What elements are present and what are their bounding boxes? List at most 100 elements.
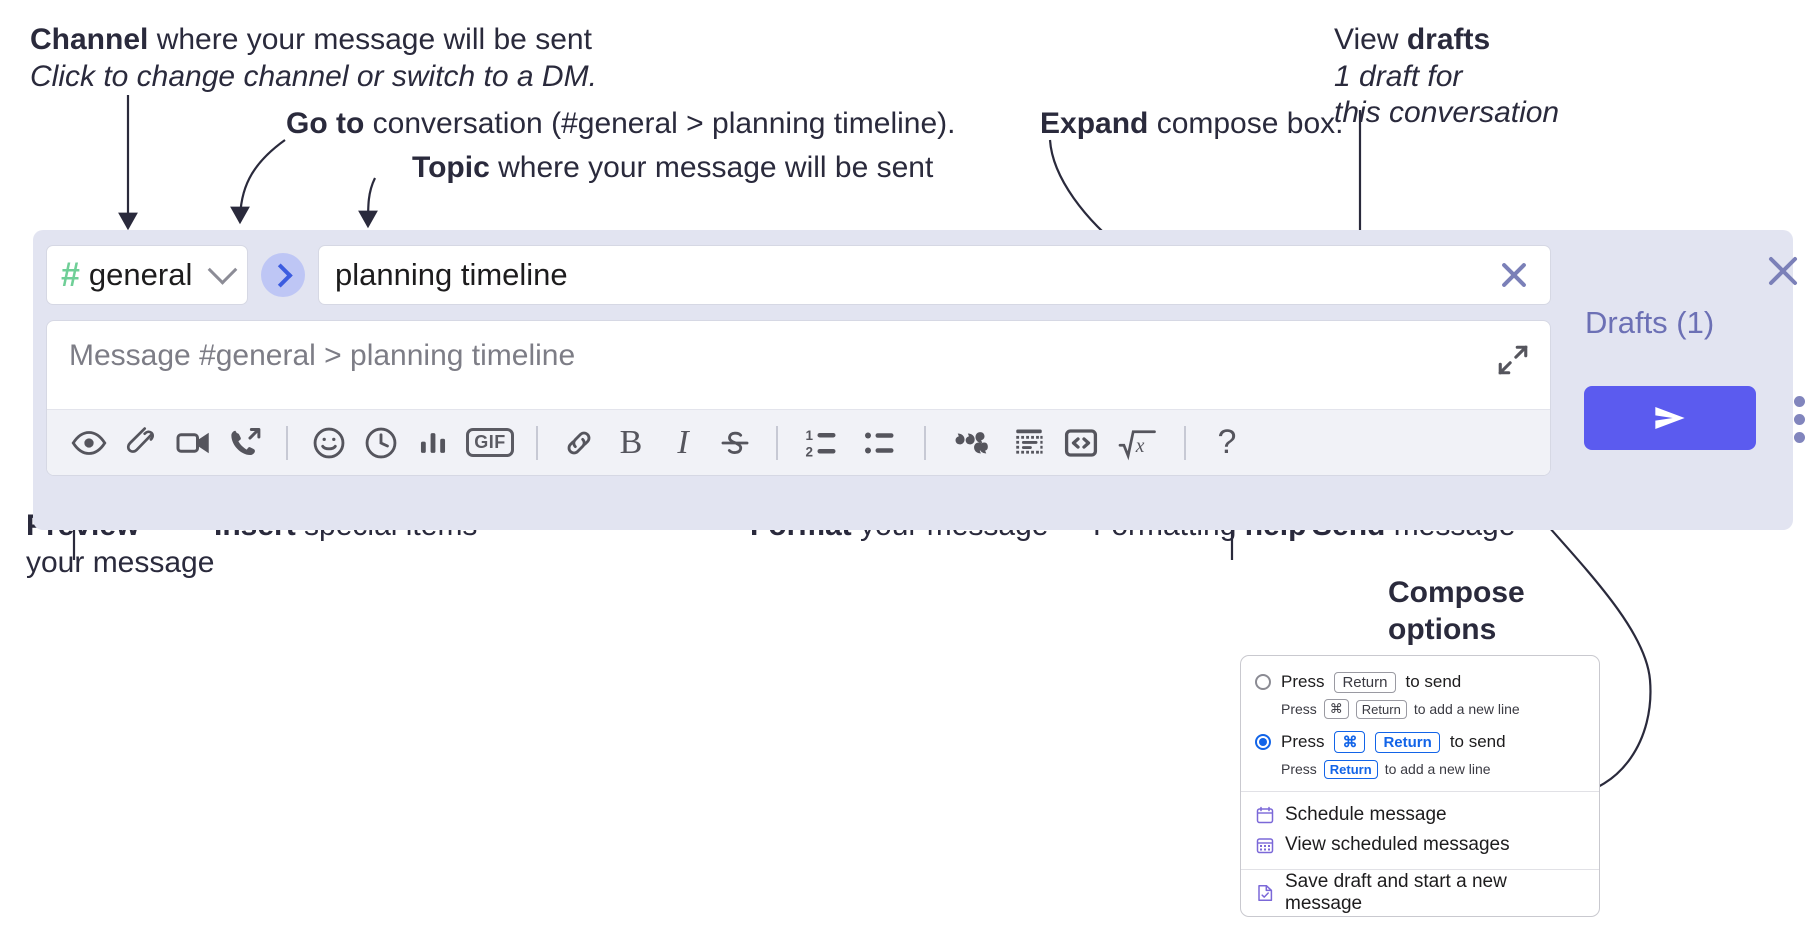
code-icon[interactable] (1055, 417, 1107, 469)
toolbar-separator (286, 425, 288, 460)
poll-icon[interactable] (407, 417, 459, 469)
calendar-schedule-icon (1255, 805, 1275, 825)
emoji-icon[interactable] (303, 417, 355, 469)
option1-sub-pre: Press (1281, 701, 1317, 717)
bold-label: B (619, 423, 643, 461)
compose-right-pane: Drafts (1) (1561, 230, 1814, 530)
formatting-toolbar: GIF B I (47, 409, 1550, 475)
kebab-dot (1793, 431, 1805, 443)
goto-conversation-button[interactable] (261, 253, 305, 297)
annotation-drafts-bold: drafts (1406, 23, 1491, 56)
send-button[interactable] (1584, 386, 1756, 450)
option2-sub-post: to add a new line (1384, 761, 1491, 777)
expand-icon[interactable] (1496, 343, 1530, 377)
gif-label: GIF (466, 428, 514, 457)
annotation-channel-bold: Channel (30, 23, 149, 56)
blockquote-icon[interactable] (941, 417, 1003, 469)
menu-option-cmd-return-to-send[interactable]: Press ⌘ Return to send (1241, 728, 1599, 756)
option2-pre: Press (1281, 732, 1325, 751)
latex-icon[interactable]: x (1107, 417, 1169, 469)
annotation-channel-sub: Click to change channel or switch to a D… (30, 59, 597, 93)
annotation-expand: Expand compose box. (1040, 106, 1343, 143)
svg-text:1: 1 (806, 428, 814, 443)
annotation-preview-line2: your message (26, 545, 215, 579)
option1-sub-key1: ⌘ (1323, 699, 1349, 719)
menu-option2-subtext: Press Return to add a new line (1241, 756, 1599, 782)
radio-unselected-icon[interactable] (1255, 674, 1271, 690)
hash-icon: # (61, 256, 80, 294)
annotation-channel: Channel where your message will be sent … (30, 22, 597, 95)
video-icon[interactable] (167, 417, 219, 469)
save-draft-icon (1255, 883, 1275, 903)
italic-label: I (677, 423, 689, 461)
ordered-list-icon[interactable]: 1 2 (793, 417, 851, 469)
compose-main-column: # general planning timeline Message #gen… (46, 244, 1551, 476)
kebab-dot (1793, 395, 1805, 407)
option1-pre: Press (1281, 672, 1325, 691)
annotation-topic-bold: Topic (412, 151, 490, 184)
toolbar-separator (1184, 425, 1186, 460)
compose-options-menu: Press Return to send Press ⌘ Return to a… (1240, 655, 1600, 917)
annotation-goto-bold: Go to (286, 107, 365, 140)
option1-sub-post: to add a new line (1413, 701, 1520, 717)
calendar-grid-icon (1255, 835, 1275, 855)
menu-item-label: View scheduled messages (1285, 834, 1510, 855)
option2-post: to send (1449, 732, 1506, 751)
option2-key1: ⌘ (1334, 731, 1366, 753)
menu-item-save-draft[interactable]: Save draft and start a new message (1241, 871, 1599, 914)
toolbar-separator (776, 425, 778, 460)
clock-icon[interactable] (355, 417, 407, 469)
annotation-topic-rest: where your message will be sent (489, 151, 934, 184)
attachment-icon[interactable] (115, 417, 167, 469)
link-icon[interactable] (553, 417, 605, 469)
option2-sub-key: Return (1323, 759, 1378, 779)
topic-input-wrapper[interactable]: planning timeline (318, 245, 1551, 305)
option2-key2: Return (1375, 731, 1440, 753)
close-icon[interactable] (1762, 250, 1804, 292)
compose-header-row: # general planning timeline (46, 244, 1551, 306)
radio-selected-icon[interactable] (1255, 734, 1271, 750)
annotation-drafts-sub2: this conversation (1334, 96, 1560, 130)
svg-text:x: x (1135, 436, 1145, 457)
message-input[interactable]: Message #general > planning timeline (47, 321, 1550, 409)
italic-icon[interactable]: I (657, 417, 709, 469)
audio-call-icon[interactable] (219, 417, 271, 469)
option1-key: Return (1334, 671, 1396, 693)
clear-topic-close-icon[interactable] (1494, 255, 1534, 295)
channel-name-label: general (88, 257, 193, 292)
toolbar-separator (924, 425, 926, 460)
annotation-channel-rest: where your message will be sent (148, 23, 592, 56)
bulleted-list-icon[interactable] (851, 417, 909, 469)
gif-icon[interactable]: GIF (459, 417, 521, 469)
strikethrough-icon[interactable] (709, 417, 761, 469)
menu-item-label: Save draft and start a new message (1285, 871, 1507, 914)
svg-text:2: 2 (806, 444, 814, 459)
bold-icon[interactable]: B (605, 417, 657, 469)
menu-option1-subtext: Press ⌘ Return to add a new line (1241, 696, 1599, 722)
annotation-drafts: View drafts 1 draft for this conversatio… (1334, 22, 1559, 132)
compose-options-kebab-menu-icon[interactable] (1786, 390, 1812, 448)
annotation-expand-bold: Expand (1040, 107, 1149, 140)
preview-icon[interactable] (63, 417, 115, 469)
kebab-dot (1793, 413, 1805, 425)
annotation-expand-rest: compose box. (1148, 107, 1344, 140)
menu-item-label: Schedule message (1285, 804, 1447, 825)
menu-item-schedule-message[interactable]: Schedule message (1241, 800, 1599, 830)
topic-input-value: planning timeline (335, 257, 568, 292)
chevron-down-icon (207, 254, 238, 285)
annotation-drafts-plain: View (1334, 23, 1407, 56)
annotation-drafts-sub1: 1 draft for (1334, 59, 1463, 93)
toolbar-separator (536, 425, 538, 460)
annotation-options-line2: options (1388, 612, 1497, 646)
compose-box: # general planning timeline Message #gen… (33, 230, 1805, 530)
menu-divider (1241, 869, 1599, 870)
annotation-goto-rest: conversation (#general > planning timeli… (364, 107, 956, 140)
annotation-options-line1: Compose (1388, 576, 1525, 609)
drafts-link[interactable]: Drafts (1) (1585, 305, 1715, 340)
code-block-icon[interactable] (1003, 417, 1055, 469)
help-icon[interactable]: ? (1201, 417, 1253, 469)
menu-option-return-to-send[interactable]: Press Return to send (1241, 668, 1599, 696)
menu-item-view-scheduled-messages[interactable]: View scheduled messages (1241, 830, 1599, 860)
channel-selector-button[interactable]: # general (46, 245, 248, 305)
message-placeholder: Message #general > planning timeline (69, 339, 576, 372)
